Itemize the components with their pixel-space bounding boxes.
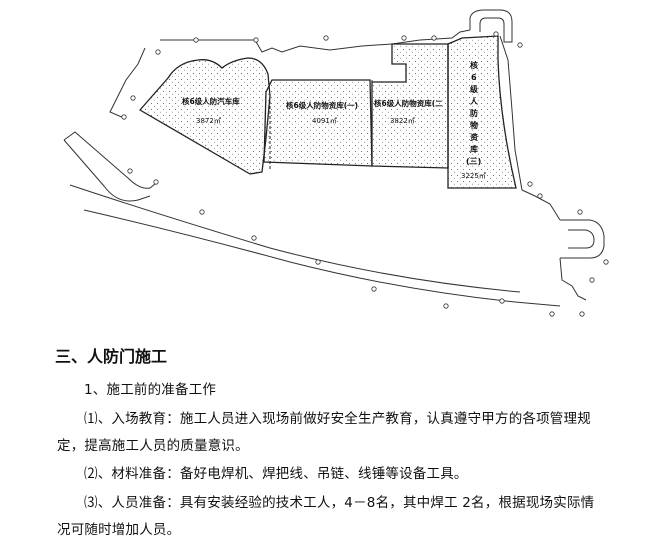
building-outline [63, 9, 605, 307]
shelter-zones [138, 35, 517, 189]
paragraph-site-education: ⑴、入场教育：施工人员进入现场前做好安全生产教育，认真遵守甲方的各项管理规 [84, 411, 591, 427]
paragraph-material-preparation: ⑵、材料准备：备好电焊机、焊把线、吊链、线锤等设备工具。 [84, 466, 468, 482]
zone-garage-label: 核6级人防汽车库 [182, 96, 240, 106]
zone-store-2-area: 3822㎡ [390, 117, 415, 125]
zone-store-3-label-char: 核 [470, 60, 478, 70]
zone-store-3-label-char: 级 [469, 84, 479, 94]
zone-store-1-outline [263, 79, 373, 167]
site-plan-figure: 核6级人防汽车库 3872㎡ 核6级人防物资库(一) 4091㎡ 核6级人防物资… [63, 9, 609, 317]
zone-store-3-area: 3225㎡ [461, 172, 486, 180]
zone-garage-outline [138, 57, 271, 175]
zone-garage-area: 3872㎡ [196, 117, 221, 125]
zone-store-3-label-char: (三) [466, 157, 481, 166]
zone-store-3-label-char: 人 [470, 96, 479, 106]
zone-store-3-label-char: 资 [470, 132, 478, 142]
zone-store-3-outline [447, 35, 517, 189]
grid-axis-markers [121, 31, 609, 317]
zone-store-3-label-char: 库 [470, 144, 478, 154]
section-heading: 三、人防门施工 [55, 347, 168, 366]
zone-store-1-area: 4091㎡ [312, 117, 337, 125]
paragraph-staff-preparation: ⑶、人员准备：具有安装经验的技术工人，4－8名，其中焊工 2名，根据现场实际情 [84, 495, 595, 511]
zone-store-2-label: 核6级人防物资库(二 [374, 98, 443, 108]
zone-store-3-vertical-label: 核 6 级 人 防 物 资 库 (三) [466, 60, 481, 166]
zone-store-2-outline [371, 43, 449, 169]
zone-store-3-label-char: 防 [470, 108, 478, 118]
paragraph-staff-preparation-continued: 况可随时增加人员。 [57, 522, 181, 538]
zone-store-3-label-char: 物 [470, 120, 478, 130]
zone-store-3-label-char: 6 [471, 73, 477, 82]
step-heading: 1、施工前的准备工作 [84, 382, 217, 398]
paragraph-site-education-continued: 定，提高施工人员的质量意识。 [57, 438, 249, 454]
zone-store-1-label: 核6级人防物资库(一) [286, 100, 358, 110]
